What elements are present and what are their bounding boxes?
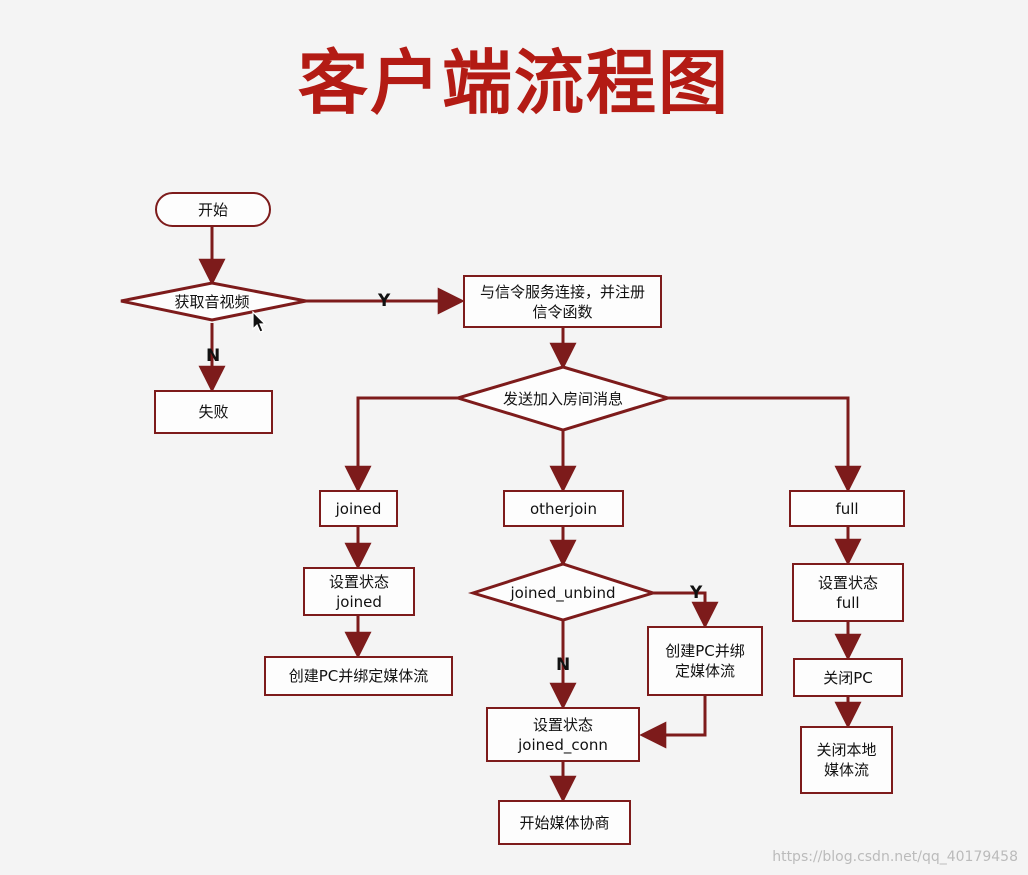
node-start-negotiation: 开始媒体协商	[498, 800, 631, 845]
edge-send-join-to-full	[668, 396, 862, 493]
label-get-media: 获取音视频	[174, 292, 250, 311]
node-set-joined: 设置状态 joined	[303, 567, 415, 616]
node-set-joined-conn: 设置状态 joined_conn	[486, 707, 640, 762]
label-joined-unbind: joined_unbind	[510, 584, 616, 602]
node-full: full	[789, 490, 905, 527]
node-set-full: 设置状态 full	[792, 563, 904, 622]
node-close-pc: 关闭PC	[793, 658, 903, 697]
node-create-pc-mid: 创建PC并绑 定媒体流	[647, 626, 763, 696]
node-close-local: 关闭本地 媒体流	[800, 726, 893, 794]
node-joined: joined	[319, 490, 398, 527]
edge-label-get-media-no: N	[206, 346, 221, 366]
edge-label-unbind-no: N	[556, 655, 571, 675]
edge-unbind-to-create-pc	[653, 591, 719, 629]
node-otherjoin: otherjoin	[503, 490, 624, 527]
node-connect-signal: 与信令服务连接，并注册信令函数	[463, 275, 662, 328]
node-start: 开始	[155, 192, 271, 227]
decision-send-join	[452, 365, 674, 432]
decision-get-media	[120, 281, 307, 322]
mouse-cursor-icon	[252, 311, 267, 333]
label-send-join: 发送加入房间消息	[502, 389, 623, 408]
edge-create-pc-to-set-joined-conn	[639, 696, 707, 749]
node-create-pc-left: 创建PC并绑定媒体流	[264, 656, 453, 696]
edge-send-join-to-joined	[344, 396, 458, 493]
page-title: 客户端流程图	[298, 42, 730, 124]
decision-joined-unbind	[467, 562, 659, 622]
node-fail: 失败	[154, 390, 273, 434]
edge-label-unbind-yes: Y	[690, 583, 703, 603]
edge-label-get-media-yes: Y	[378, 291, 391, 311]
watermark: https://blog.csdn.net/qq_40179458	[772, 849, 1018, 865]
